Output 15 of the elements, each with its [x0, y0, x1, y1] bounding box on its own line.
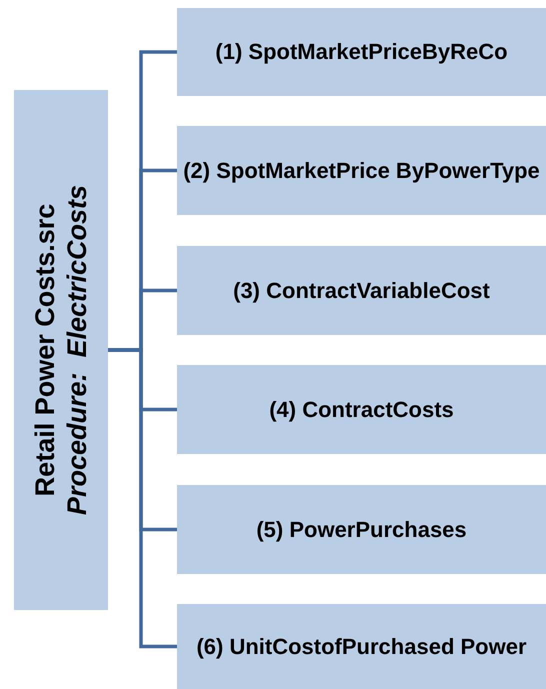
step-label: (1) SpotMarketPriceByReCo: [215, 38, 508, 66]
step-label: (5) PowerPurchases: [256, 516, 467, 544]
step-label: (3) ContractVariableCost: [233, 276, 490, 305]
step-label: (2) SpotMarketPrice ByPowerType: [183, 156, 540, 185]
file-name: Retail Power Costs.src: [28, 204, 61, 496]
step-box: [177, 126, 546, 215]
step-box: [177, 246, 546, 335]
title-panel: [14, 90, 108, 610]
step-box: [177, 8, 546, 96]
step-label: (6) UnitCostofPurchased Power: [196, 632, 527, 661]
step-label: (4) ContractCosts: [269, 396, 454, 424]
step-box: [177, 365, 546, 454]
step-box: [177, 485, 546, 574]
step-box: [177, 604, 546, 689]
procedure-name: Procedure: ElectricCosts: [61, 184, 93, 516]
